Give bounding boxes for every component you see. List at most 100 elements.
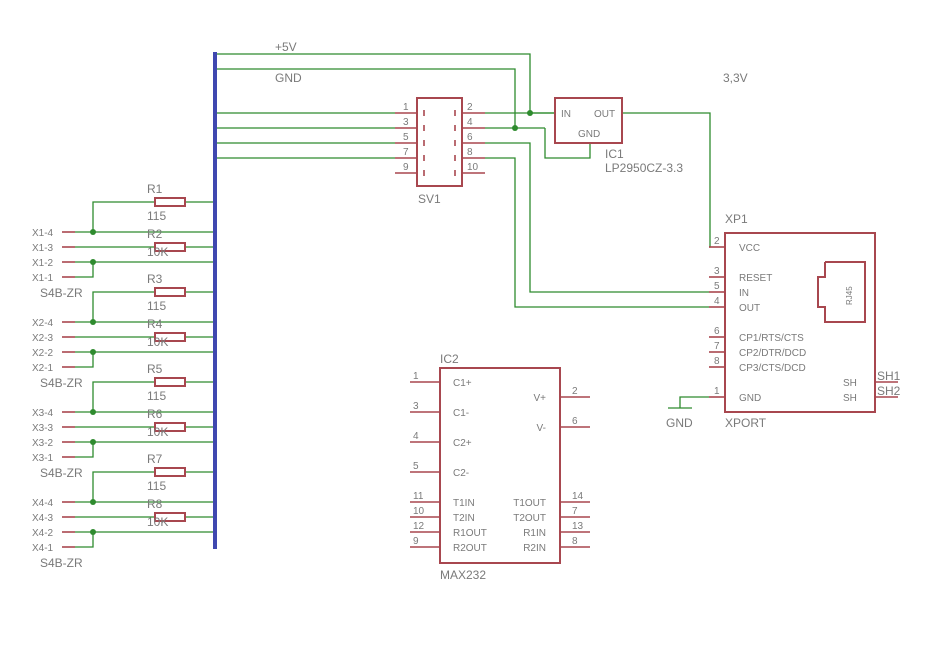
resistor-body bbox=[154, 287, 186, 297]
connector-pin-label: X3-1 bbox=[32, 453, 54, 464]
xp1-name: XP1 bbox=[725, 212, 748, 226]
sv1-pin-5: 5 bbox=[403, 132, 409, 143]
ic2-pin-label: R2IN bbox=[523, 543, 546, 554]
gnd-net-label: GND bbox=[275, 71, 302, 85]
ic2-pin-number: 2 bbox=[572, 386, 578, 397]
ic1-name: IC1 bbox=[605, 147, 624, 161]
power-rails: +5V GND 3,3V bbox=[215, 40, 748, 128]
ic2-name: IC2 bbox=[440, 352, 459, 366]
xp1-sh2-pin: SH2 bbox=[877, 384, 901, 398]
sv1-pin-10: 10 bbox=[467, 162, 479, 173]
xp1-pin-num: 2 bbox=[714, 236, 720, 247]
junction-dot bbox=[527, 110, 533, 116]
sv1-pin-4: 4 bbox=[467, 117, 473, 128]
resistor-value: 10K bbox=[147, 245, 168, 259]
connector-pin-label: X1-4 bbox=[32, 228, 54, 239]
connector-part-label: S4B-ZR bbox=[40, 376, 83, 390]
resistor-value: 115 bbox=[147, 479, 166, 493]
connector-pin-label: X3-4 bbox=[32, 408, 54, 419]
resistor-value: 10K bbox=[147, 425, 168, 439]
ic1-out-label: OUT bbox=[594, 109, 615, 120]
ic2-pin-label: V+ bbox=[533, 393, 546, 404]
connector-pin-label: X1-3 bbox=[32, 243, 54, 254]
wire bbox=[75, 352, 94, 368]
ic1-in-label: IN bbox=[561, 109, 571, 120]
resistor-name: R8 bbox=[147, 497, 163, 511]
ic2-pin-label: C1+ bbox=[453, 378, 472, 389]
junction-dot bbox=[90, 409, 96, 415]
resistor-body bbox=[154, 512, 186, 522]
connector-part-label: S4B-ZR bbox=[40, 286, 83, 300]
ic2-pin-label: C2+ bbox=[453, 438, 472, 449]
xp1-pin-label-in: IN bbox=[739, 288, 749, 299]
connector-pin-label: X3-3 bbox=[32, 423, 54, 434]
xp1-pin-num: 6 bbox=[714, 326, 720, 337]
resistor-body bbox=[154, 377, 186, 387]
resistor-name: R4 bbox=[147, 317, 163, 331]
xp1-sh-label: SH bbox=[843, 393, 857, 404]
xp1-pin-num: 3 bbox=[714, 266, 720, 277]
junction-dot bbox=[90, 259, 96, 265]
ic2-pin-label: V- bbox=[537, 423, 546, 434]
ic2-pin-number: 9 bbox=[413, 536, 419, 547]
rj45-label: RJ45 bbox=[845, 286, 854, 305]
xp1-pin-label-cp2: CP2/DTR/DCD bbox=[739, 348, 806, 359]
junction-dot bbox=[90, 439, 96, 445]
v33-net-label: 3,3V bbox=[723, 71, 748, 85]
ic1-part: LP2950CZ-3.3 bbox=[605, 161, 683, 175]
ic2-pin-label: R1OUT bbox=[453, 528, 487, 539]
ic2-pin-number: 8 bbox=[572, 536, 578, 547]
connector-pin-label: X1-1 bbox=[32, 273, 54, 284]
ic2-pin-label: C1- bbox=[453, 408, 469, 419]
ic2-pin-number: 6 bbox=[572, 416, 578, 427]
connector-pin-label: X4-2 bbox=[32, 528, 54, 539]
junction-dot bbox=[90, 229, 96, 235]
connector-pin-label: X2-3 bbox=[32, 333, 54, 344]
xp1-pin-num: 5 bbox=[714, 281, 720, 292]
sv1-header: 1 3 5 7 9 2 4 6 8 10 SV1 bbox=[395, 97, 485, 206]
sv1-name: SV1 bbox=[418, 192, 441, 206]
ic2-pin-number: 4 bbox=[413, 431, 419, 442]
resistor-value: 10K bbox=[147, 335, 168, 349]
resistor-name: R3 bbox=[147, 272, 163, 286]
wire bbox=[75, 532, 94, 548]
sv1-pin-3: 3 bbox=[403, 117, 409, 128]
connector-part-label: S4B-ZR bbox=[40, 556, 83, 570]
ic2-pins: 1C1+3C1-4C2+5C2-11T1IN10T2IN12R1OUT9R2OU… bbox=[410, 371, 590, 554]
ic2-pin-number: 13 bbox=[572, 521, 584, 532]
sv1-pin-7: 7 bbox=[403, 147, 409, 158]
ic2-pin-label: T2IN bbox=[453, 513, 475, 524]
connector-pin-label: X4-3 bbox=[32, 513, 54, 524]
ic1-gnd-label: GND bbox=[578, 129, 600, 140]
xp1-sh1-pin: SH1 bbox=[877, 369, 901, 383]
wire bbox=[75, 291, 155, 323]
resistor-name: R5 bbox=[147, 362, 163, 376]
resistor-body bbox=[154, 422, 186, 432]
xp1-xport: RJ45 2 VCC 3 RESET 5 IN 4 OUT 6 CP1/RTS/… bbox=[666, 212, 901, 430]
wire bbox=[75, 471, 155, 503]
junction-dot bbox=[90, 319, 96, 325]
xp1-part: XPORT bbox=[725, 416, 767, 430]
vcc-net-label: +5V bbox=[275, 40, 297, 54]
resistor-value: 115 bbox=[147, 299, 166, 313]
bus-to-sv1-wires bbox=[215, 112, 395, 159]
ic2-pin-label: R1IN bbox=[523, 528, 546, 539]
xp1-pin-label-vcc: VCC bbox=[739, 243, 760, 254]
ic2-pin-label: C2- bbox=[453, 468, 469, 479]
ic1-regulator: IN OUT GND IC1 LP2950CZ-3.3 bbox=[554, 97, 683, 175]
connector-part-label: S4B-ZR bbox=[40, 466, 83, 480]
resistor-name: R7 bbox=[147, 452, 163, 466]
junction-dot bbox=[90, 529, 96, 535]
ic2-pin-number: 7 bbox=[572, 506, 578, 517]
connector-pin-label: X4-1 bbox=[32, 543, 54, 554]
resistor-value: 10K bbox=[147, 515, 168, 529]
sv1-pin-8: 8 bbox=[467, 147, 473, 158]
left-connectors: X1-4X1-3X1-2X1-1S4B-ZRR1115R210KX2-4X2-3… bbox=[32, 182, 215, 570]
xp1-pin-label-gnd: GND bbox=[739, 393, 761, 404]
ic2-pin-number: 10 bbox=[413, 506, 425, 517]
